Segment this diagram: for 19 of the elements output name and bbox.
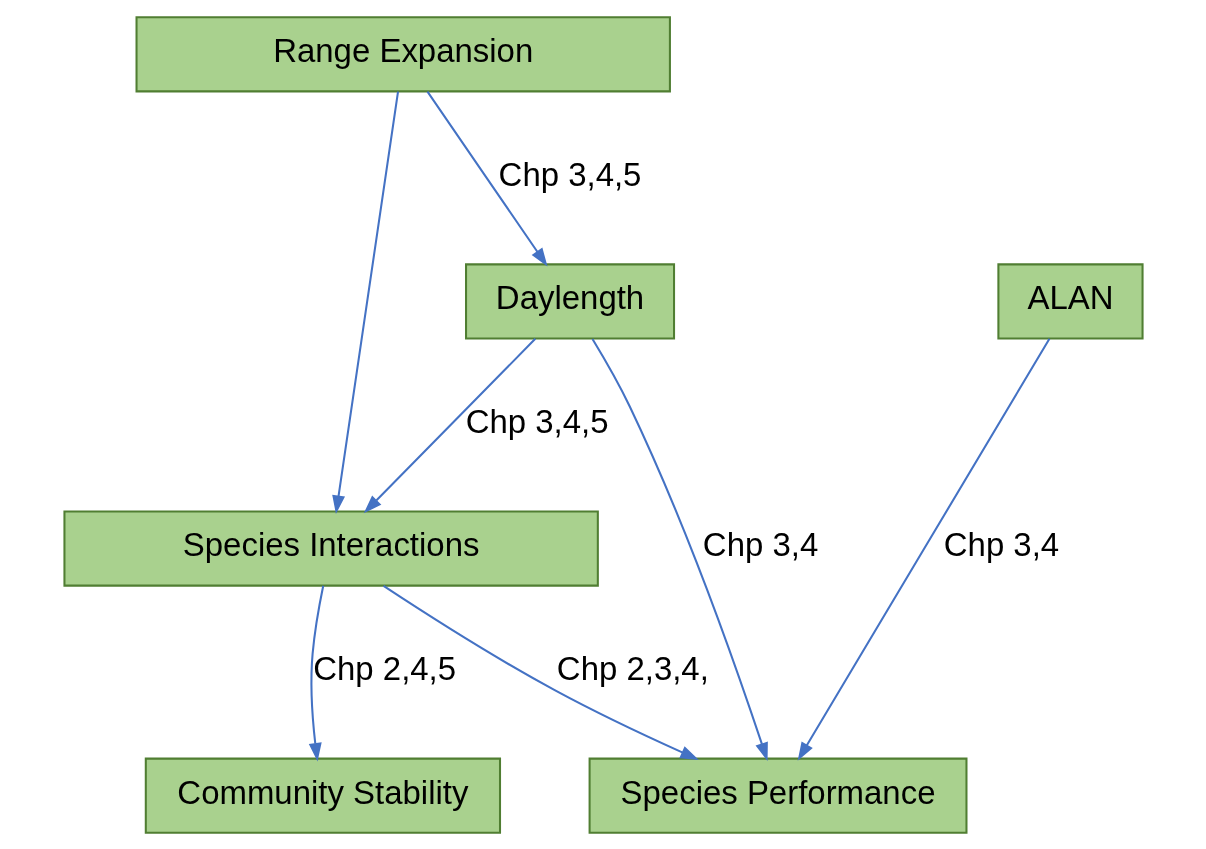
arrow bbox=[363, 337, 536, 513]
edge-label: Chp 2,4,5 bbox=[312, 649, 456, 687]
arrow bbox=[308, 584, 324, 762]
arrow bbox=[331, 90, 399, 514]
node-box: Daylength bbox=[464, 262, 675, 340]
edge-label: Chp 3,4 bbox=[943, 525, 1059, 563]
node-box: Community Stability bbox=[144, 757, 501, 834]
arrow bbox=[591, 337, 768, 761]
arrow bbox=[426, 90, 547, 267]
node-box: ALAN bbox=[996, 262, 1144, 340]
edge-label: Chp 3,4 bbox=[702, 525, 818, 563]
node-box: Species Performance bbox=[588, 757, 967, 834]
node-box: Range Expansion bbox=[135, 15, 671, 92]
edge-label: Chp 3,4,5 bbox=[465, 402, 609, 440]
arrow bbox=[382, 584, 699, 760]
node-box: Species Interactions bbox=[62, 509, 599, 587]
edge-label: Chp 2,3,4, bbox=[556, 649, 709, 687]
edge-label: Chp 3,4,5 bbox=[498, 155, 641, 193]
arrow bbox=[797, 337, 1050, 761]
